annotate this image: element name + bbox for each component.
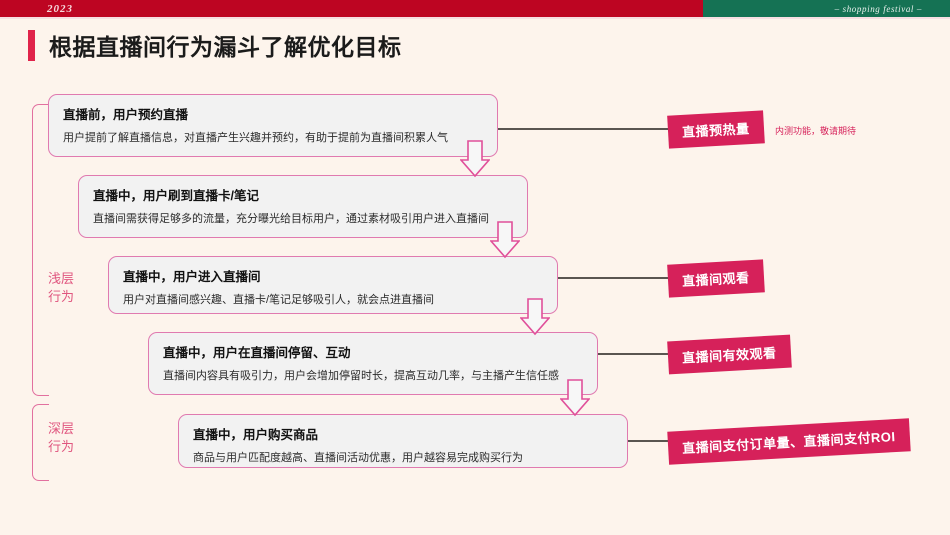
badge-live-warmup[interactable]: 直播预热量 (667, 110, 765, 149)
connector-line-2 (558, 277, 670, 279)
stage-5-body: 商品与用户匹配度越高、直播间活动优惠，用户越容易完成购买行为 (193, 452, 523, 464)
title-accent-bar (28, 29, 35, 61)
stage-1-body: 用户提前了解直播信息，对直播产生兴趣并预约，有助于提前为直播间积累人气 (63, 132, 448, 144)
stage-3-body: 用户对直播间感兴趣、直播卡/笔记足够吸引人，就会点进直播间 (123, 294, 435, 306)
stage-5-title: 直播中，用户购买商品 (193, 428, 319, 442)
stage-3-title: 直播中，用户进入直播间 (123, 270, 261, 284)
page-title: 根据直播间行为漏斗了解优化目标 (49, 34, 402, 60)
badge-live-view[interactable]: 直播间观看 (667, 259, 765, 298)
top-banner: 2023 – shopping festival – (0, 0, 950, 17)
connector-line-3 (598, 353, 670, 355)
group-label-deep-line2: 行为 (47, 438, 74, 454)
flow-arrow-1-to-2 (460, 140, 490, 178)
stage-box-3[interactable]: 直播中，用户进入直播间 用户对直播间感兴趣、直播卡/笔记足够吸引人，就会点进直播… (108, 256, 558, 314)
bracket-shallow-behavior (32, 104, 49, 396)
stage-2-title: 直播中，用户刷到直播卡/笔记 (93, 189, 259, 203)
banner-red-section: 2023 (0, 0, 703, 17)
badge-live-paid-orders-roi[interactable]: 直播间支付订单量、直播间支付ROI (667, 418, 911, 465)
stage-box-2[interactable]: 直播中，用户刷到直播卡/笔记 直播间需获得足够多的流量，充分曝光给目标用户，通过… (78, 175, 528, 238)
group-label-shallow-behavior: 浅层 行为 (38, 270, 84, 305)
stage-box-5[interactable]: 直播中，用户购买商品 商品与用户匹配度越高、直播间活动优惠，用户越容易完成购买行… (178, 414, 628, 468)
flow-arrow-2-to-3 (490, 221, 520, 259)
banner-year-label: 2023 (47, 2, 73, 15)
bracket-deep-behavior (32, 404, 49, 481)
stage-4-body: 直播间内容具有吸引力，用户会增加停留时长，提高互动几率，与主播产生信任感 (163, 370, 559, 382)
badge-live-effective-view[interactable]: 直播间有效观看 (667, 334, 792, 375)
flow-arrow-3-to-4 (520, 298, 550, 336)
banner-green-section: – shopping festival – (703, 0, 950, 17)
banner-underline (0, 17, 950, 19)
connector-line-1 (498, 128, 670, 130)
flow-arrow-4-to-5 (560, 379, 590, 417)
banner-festival-label: – shopping festival – (834, 3, 922, 14)
connector-line-4 (628, 440, 670, 442)
stage-1-title: 直播前，用户预约直播 (63, 108, 189, 122)
group-label-shallow-line1: 浅层 (47, 271, 74, 286)
stage-2-body: 直播间需获得足够多的流量，充分曝光给目标用户，通过素材吸引用户进入直播间 (93, 213, 489, 225)
group-label-deep-behavior: 深层 行为 (38, 420, 84, 455)
stage-box-4[interactable]: 直播中，用户在直播间停留、互动 直播间内容具有吸引力，用户会增加停留时长，提高互… (148, 332, 598, 395)
stage-4-title: 直播中，用户在直播间停留、互动 (163, 346, 351, 360)
group-label-shallow-line2: 行为 (47, 288, 74, 304)
badge-note-live-warmup: 内测功能，敬请期待 (775, 126, 857, 136)
page-title-wrap: 根据直播间行为漏斗了解优化目标 (28, 28, 402, 62)
stage-box-1[interactable]: 直播前，用户预约直播 用户提前了解直播信息，对直播产生兴趣并预约，有助于提前为直… (48, 94, 498, 157)
group-label-deep-line1: 深层 (47, 421, 74, 436)
